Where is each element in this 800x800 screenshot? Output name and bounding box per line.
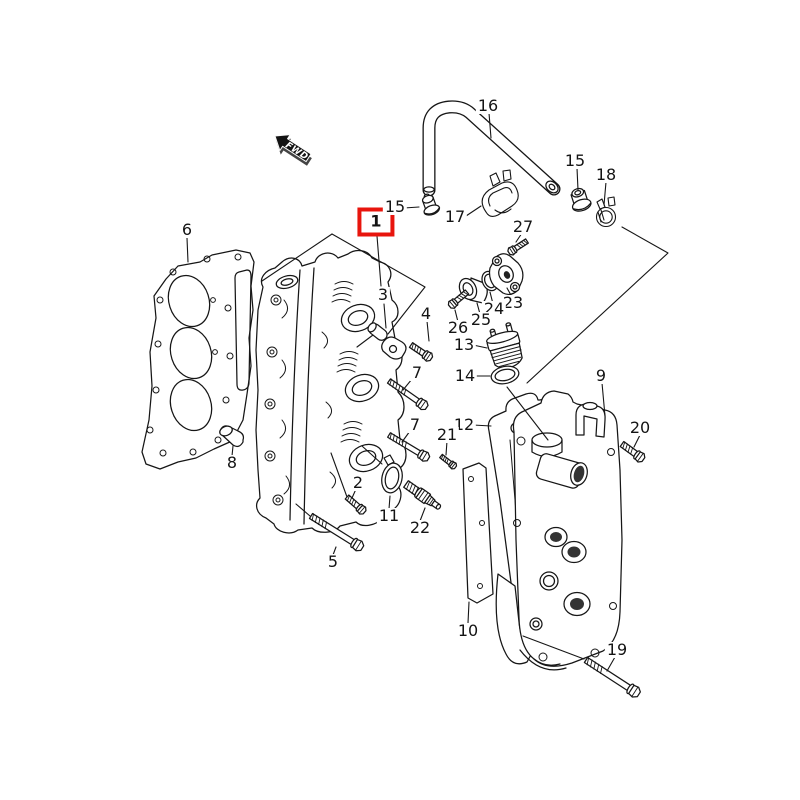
part-label-18[interactable]: 18 [593,165,619,184]
fwd-direction-arrow: FWD [268,128,312,166]
part-22-spark-plug-drawing [403,479,443,512]
part-15-grommet-drawing-b [567,186,592,213]
part-label-25[interactable]: 25 [468,310,494,329]
part-label-16[interactable]: 16 [475,96,501,115]
part-label-2[interactable]: 2 [350,473,366,492]
part-label-20[interactable]: 20 [627,418,653,437]
part-4-bolt-drawing [407,340,435,364]
part-label-21[interactable]: 21 [434,425,460,444]
part-15-grommet-drawing-a [419,192,441,217]
part-1-cylinder-head-drawing [256,251,406,533]
part-label-23[interactable]: 23 [500,293,526,312]
part-16-breather-hose-drawing [424,107,561,195]
part-20-bolt-drawing [618,439,648,465]
part-17-hose-clamp-drawing [482,170,518,216]
part-10-cover-gasket-drawing [463,463,493,603]
part-27-bolt-drawing [506,236,530,257]
part-21-bolt-drawing [438,452,459,471]
part-label-3[interactable]: 3 [375,285,391,304]
part-23-thermostat-cover-drawing [490,254,523,295]
part-label-17[interactable]: 17 [442,207,468,226]
part-label-9[interactable]: 9 [593,366,609,385]
part-label-4[interactable]: 4 [418,304,434,323]
part-label-11[interactable]: 11 [376,506,402,525]
part-4-bracket-drawing [382,337,406,359]
part-label-10[interactable]: 10 [455,621,481,640]
part-9-valve-cover-drawing [513,391,622,670]
part-label-7b[interactable]: 7 [407,415,423,434]
part-label-5[interactable]: 5 [325,552,341,571]
part-label-19[interactable]: 19 [604,640,630,659]
part-label-6[interactable]: 6 [179,220,195,239]
part-label-8[interactable]: 8 [224,453,240,472]
part-label-26[interactable]: 26 [445,318,471,337]
part-label-27[interactable]: 27 [510,217,536,236]
part-label-13[interactable]: 13 [451,335,477,354]
part-label-22[interactable]: 22 [407,518,433,537]
part-8-dowel-pin-drawing [218,424,243,446]
part-label-15b[interactable]: 15 [562,151,588,170]
part-label-14[interactable]: 14 [452,366,478,385]
part-3-pipe-plug-drawing [366,321,389,343]
part-11-cam-seal-drawing [379,455,405,495]
part-18-hose-clamp-drawing [597,197,616,227]
part-14-oring-drawing [490,364,521,386]
part-label-7a[interactable]: 7 [409,363,425,382]
part-label-15a[interactable]: 15 [382,197,408,216]
